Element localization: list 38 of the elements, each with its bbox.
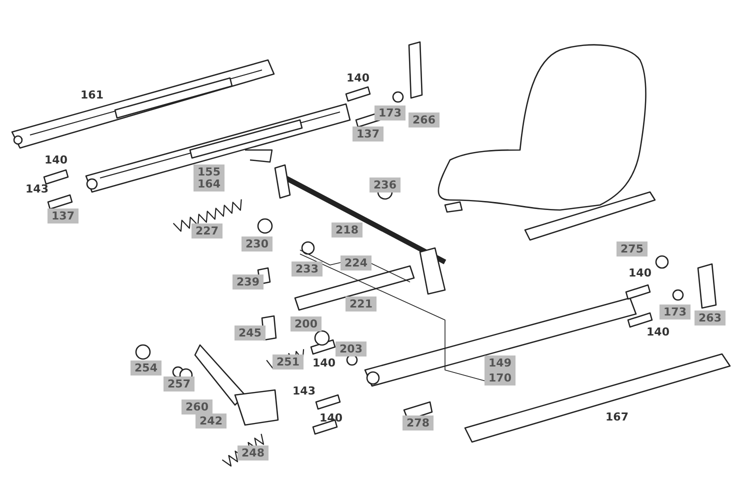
callout-number: 170	[484, 370, 516, 386]
callout-number: 140	[312, 356, 336, 370]
callout-number: 143	[292, 384, 316, 398]
callout-number: 227	[192, 224, 222, 238]
callout-number: 200	[290, 316, 322, 332]
callout-number: 275	[616, 242, 648, 256]
callout-number: 239	[232, 274, 264, 290]
callout-number: 173	[374, 106, 406, 120]
callout-number: 248	[238, 446, 268, 460]
callout-number: 263	[694, 310, 726, 326]
callout-number: 257	[164, 376, 194, 392]
callout-number: 140	[346, 70, 370, 86]
callout-number: 140	[44, 152, 68, 168]
callout-number: 254	[130, 360, 162, 376]
callout-number: 137	[352, 126, 384, 142]
callout-number: 167	[604, 410, 630, 424]
callout-number: 233	[292, 262, 322, 276]
callout-number: 140	[628, 266, 652, 280]
callout-number: 242	[196, 414, 226, 428]
callout-number: 164	[194, 176, 224, 192]
callout-number: 203	[336, 342, 366, 356]
callout-number: 236	[370, 178, 400, 192]
callout-number: 224	[340, 256, 372, 270]
callout-number: 266	[408, 112, 440, 128]
callout-number: 260	[182, 400, 212, 414]
callout-number: 218	[332, 222, 362, 238]
callout-number: 137	[48, 208, 78, 224]
callout-number: 251	[272, 354, 304, 370]
callout-number: 140	[318, 410, 344, 426]
callout-number: 173	[660, 304, 690, 320]
callout-number: 221	[346, 296, 376, 312]
callout-number: 230	[242, 236, 272, 252]
callout-number: 140	[646, 324, 670, 340]
callout-number: 143	[24, 182, 50, 196]
callout-number: 161	[80, 88, 104, 102]
callout-number: 278	[402, 416, 434, 430]
callout-number: 149	[484, 356, 516, 370]
callout-number: 245	[234, 326, 266, 340]
